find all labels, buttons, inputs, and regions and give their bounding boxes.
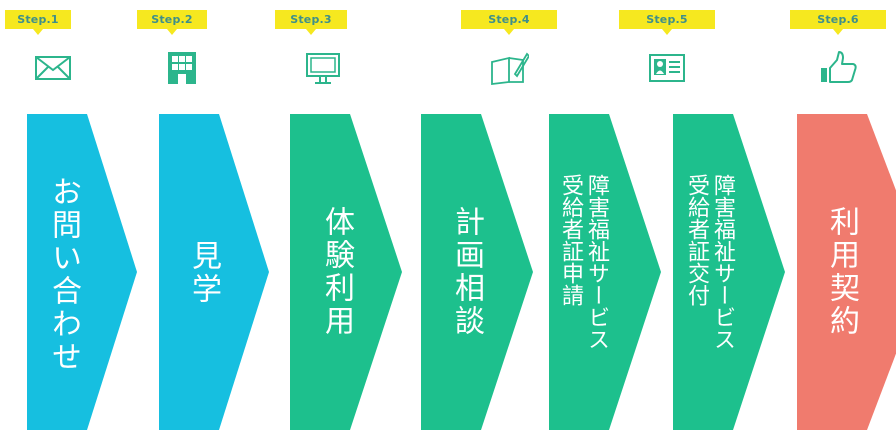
id-card-icon (647, 48, 687, 88)
step-6-title: 障害福祉サービス受給者証交付 (683, 174, 735, 394)
step-6-badge: Step.6 (790, 10, 886, 35)
notebook-pen-icon (489, 48, 529, 88)
step-5-title: 障害福祉サービス受給者証申請 (557, 174, 609, 394)
step-3-badge: Step.3 (275, 10, 347, 35)
step-6-title-line-1: 障害福祉サービス (710, 174, 735, 350)
step-6-title-line-2: 受給者証交付 (684, 174, 709, 306)
step-5-badge: Step.5 (619, 10, 715, 35)
thumbs-up-icon (819, 48, 859, 88)
step-5-title-line-1: 障害福祉サービス (584, 174, 609, 350)
step-4-badge: Step.4 (461, 10, 557, 35)
step-1-title: お問い合わせ (46, 176, 81, 374)
step-3-arrow: 体験利用 (290, 114, 402, 430)
step-7-arrow: 利用契約 (797, 114, 896, 430)
step-4-title: 計画相談 (449, 206, 484, 338)
step-2-badge: Step.2 (137, 10, 207, 35)
step-7-title: 利用契約 (824, 206, 859, 338)
step-1-badge: Step.1 (5, 10, 71, 35)
monitor-icon (303, 48, 343, 88)
step-2-arrow: 見学 (159, 114, 269, 430)
step-6-arrow: 障害福祉サービス受給者証交付 (673, 114, 785, 430)
step-4-arrow: 計画相談 (421, 114, 533, 430)
building-icon (162, 48, 202, 88)
step-2-title: 見学 (186, 240, 221, 306)
step-5-title-line-2: 受給者証申請 (558, 174, 583, 306)
envelope-icon (33, 48, 73, 88)
step-3-title: 体験利用 (319, 206, 354, 338)
step-1-arrow: お問い合わせ (27, 114, 137, 430)
step-5-arrow: 障害福祉サービス受給者証申請 (549, 114, 661, 430)
